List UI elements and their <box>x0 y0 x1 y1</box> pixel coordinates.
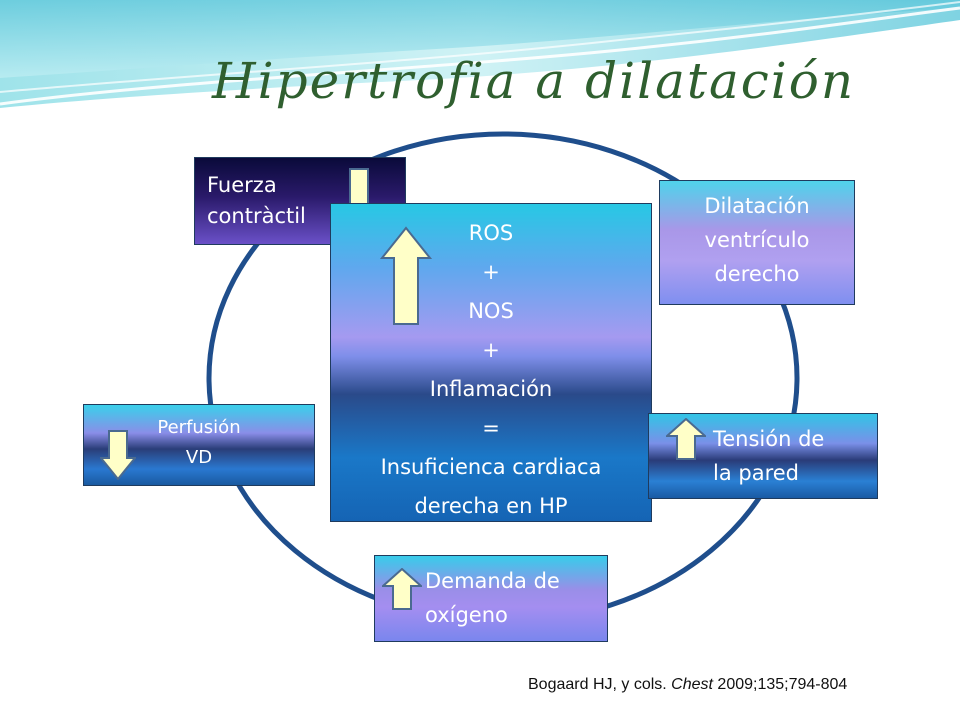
box-line: Tensión de <box>713 427 825 451</box>
up-arrow-icon <box>666 418 706 460</box>
box-line: + <box>482 260 500 284</box>
box-line: oxígeno <box>425 603 508 627</box>
box-line: Demanda de <box>425 569 560 593</box>
citation-journal: Chest <box>671 676 713 693</box>
up-arrow-icon <box>382 568 422 610</box>
box-demanda-oxigeno: Demanda de oxígeno <box>374 555 608 642</box>
box-dilatacion-ventriculo: Dilatación ventrículo derecho <box>659 180 855 305</box>
box-line: ROS <box>468 221 514 245</box>
box-central-mechanism: ROS + NOS + Inflamación = Insuficienca c… <box>330 203 652 522</box>
box-line: Inflamación <box>429 377 553 401</box>
box-line: derecha en HP <box>414 494 568 518</box>
box-line: + <box>482 338 500 362</box>
down-arrow-icon <box>100 430 136 480</box>
citation-authors: Bogaard HJ, y cols. <box>528 676 672 693</box>
box-line: Insuficienca cardiaca <box>380 455 602 479</box>
citation-details: 2009;135;794-804 <box>712 676 848 693</box>
slide-title: Hipertrofia a dilatación <box>212 52 856 110</box>
box-line: Fuerza <box>207 173 277 197</box>
box-line: contràctil <box>207 204 306 228</box>
box-line: = <box>482 416 500 440</box>
box-line: Dilatación <box>704 194 810 218</box>
citation-reference: Bogaard HJ, y cols. Chest 2009;135;794-8… <box>528 676 847 694</box>
box-line: la pared <box>713 461 799 485</box>
box-line: Perfusión <box>157 417 241 438</box>
up-arrow-icon <box>380 226 432 325</box>
header-wave-decoration <box>0 0 960 108</box>
box-line: VD <box>185 447 213 468</box>
box-line: NOS <box>468 299 514 323</box>
box-line: derecho <box>714 262 800 286</box>
box-line: ventrículo <box>704 228 810 252</box>
